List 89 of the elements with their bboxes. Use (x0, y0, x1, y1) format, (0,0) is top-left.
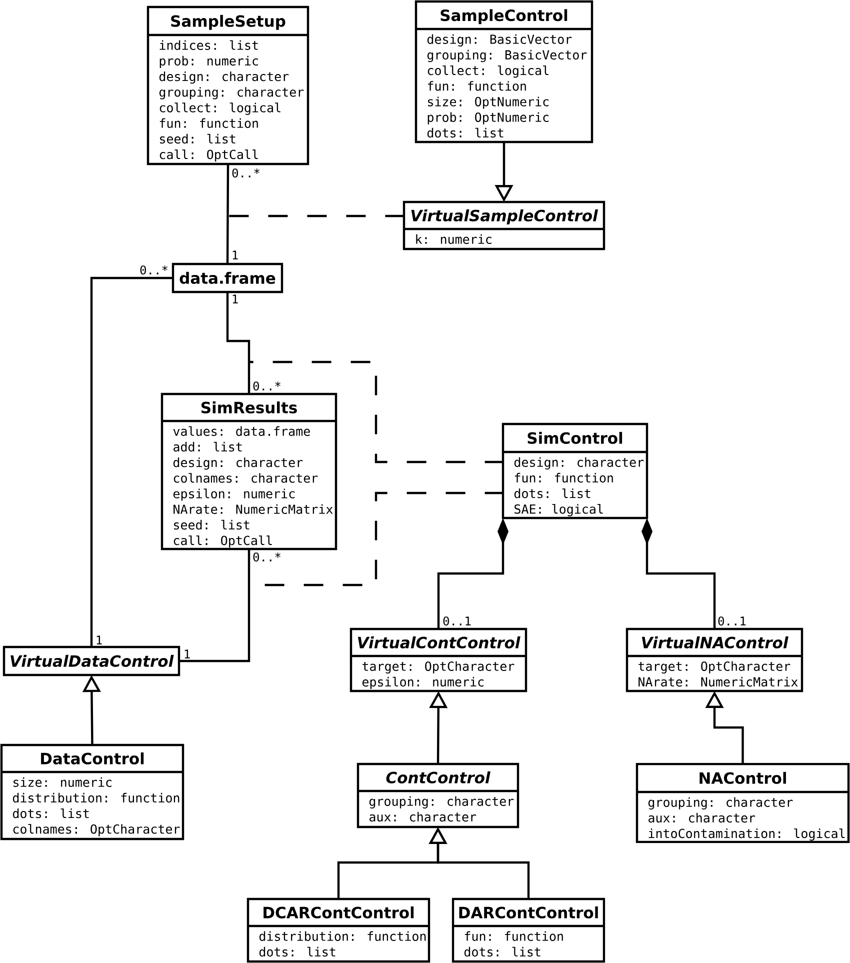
attribute-text: dots: list (427, 128, 504, 138)
attribute-text: dots: list (259, 946, 336, 957)
attribute-text: grouping: character (159, 87, 304, 100)
class-name: SimControl (528, 432, 622, 444)
class-name: data.frame (180, 272, 276, 284)
attribute-text: SAE: logical (514, 504, 603, 516)
attribute-text: colnames: OptCharacter (13, 824, 180, 836)
class-box (452, 898, 606, 963)
attribute-text: size: numeric (14, 777, 112, 787)
multiplicity-label: 0..* (140, 265, 168, 275)
class-name: DARContControl (459, 906, 598, 918)
multiplicity-label: 0..* (253, 381, 280, 391)
class-name: DCARContControl (264, 906, 414, 918)
attribute-text: target: OptCharacter (638, 661, 790, 674)
class-name: SampleControl (440, 9, 568, 24)
attribute-text: fun: function (464, 931, 563, 941)
attribute-text: collect: logical (160, 102, 280, 115)
attribute-text: dots: list (514, 488, 590, 498)
multiplicity-label: 1 (96, 636, 102, 644)
attribute-text: k: numeric (416, 234, 492, 244)
class-box (160, 392, 338, 550)
attribute-text: prob: OptNumeric (428, 112, 549, 124)
attribute-text: grouping: character (369, 796, 514, 808)
class-box (146, 6, 310, 166)
class-name: VirtualDataControl (10, 654, 174, 667)
attribute-text: design: character (514, 457, 644, 470)
attribute-text: distribution: function (259, 931, 426, 941)
attribute-text: prob: numeric (160, 56, 258, 68)
attribute-text: size: OptNumeric (428, 96, 549, 109)
class-box (502, 422, 648, 520)
attribute-text: distribution: function (12, 792, 180, 803)
class-name: VirtualSampleControl (411, 209, 598, 224)
association-line (226, 164, 230, 264)
attribute-text: grouping: character (648, 797, 793, 810)
attribute-text: fun: function (428, 81, 526, 91)
attribute-text: fun: function (514, 472, 613, 483)
class-box (636, 762, 850, 844)
class-box (172, 262, 284, 294)
class-box (246, 898, 430, 963)
attribute-text: aux: character (370, 812, 476, 822)
attribute-text: collect: logical (428, 65, 548, 78)
class-name: ContControl (386, 771, 490, 784)
class-name: SimResults (201, 401, 297, 414)
attribute-text: dots: list (464, 946, 540, 957)
attribute-text: seed: list (160, 134, 236, 144)
attribute-text: epsilon: numeric (362, 676, 484, 689)
class-name: NAControl (700, 772, 786, 784)
multiplicity-label: 0..* (253, 552, 280, 562)
multiplicity-label: 0..1 (443, 616, 471, 626)
attribute-text: epsilon: numeric (173, 488, 295, 501)
class-name: VirtualContControl (358, 636, 520, 648)
attribute-text: call: OptCall (160, 149, 258, 162)
attribute-text: dots: list (12, 808, 89, 818)
class-box (356, 762, 520, 828)
class-box (350, 628, 528, 692)
association-line (90, 276, 173, 647)
attribute-text: call: OptCall (174, 535, 272, 548)
dashed-line (250, 360, 503, 464)
class-name: SampleSetup (171, 14, 286, 30)
attribute-text: grouping: BasicVector (427, 50, 587, 62)
multiplicity-label: 1 (232, 250, 238, 260)
attribute-text: NArate: NumericMatrix (638, 676, 798, 687)
class-box (2, 646, 180, 676)
class-box (0, 744, 184, 840)
class-box (626, 628, 804, 692)
class-name: DataControl (41, 752, 144, 764)
attribute-text: colnames: character (174, 473, 318, 483)
dashed-line (229, 214, 404, 218)
multiplicity-label: 1 (184, 650, 190, 658)
multiplicity-label: 0..1 (718, 616, 746, 626)
attribute-text: design: character (159, 72, 289, 84)
association-line (179, 549, 250, 662)
attribute-text: add: list (174, 442, 242, 452)
attribute-text: target: OptCharacter (362, 661, 514, 674)
attribute-text: indices: list (160, 40, 258, 50)
multiplicity-label: 0..* (232, 168, 260, 178)
multiplicity-label: 1 (232, 294, 238, 304)
class-box (414, 0, 594, 144)
attribute-text: intoContamination: logical (648, 828, 845, 841)
attribute-text: seed: list (174, 520, 250, 530)
attribute-text: fun: function (160, 118, 258, 128)
attribute-text: design: BasicVector (427, 34, 572, 46)
class-box (402, 200, 606, 250)
class-name: VirtualNAControl (642, 636, 788, 648)
association-line (226, 292, 250, 394)
attribute-text: values: data.frame (173, 426, 310, 436)
attribute-text: design: character (173, 458, 303, 470)
attribute-text: aux: character (648, 812, 756, 823)
attribute-text: NArate: NumericMatrix (174, 504, 333, 514)
